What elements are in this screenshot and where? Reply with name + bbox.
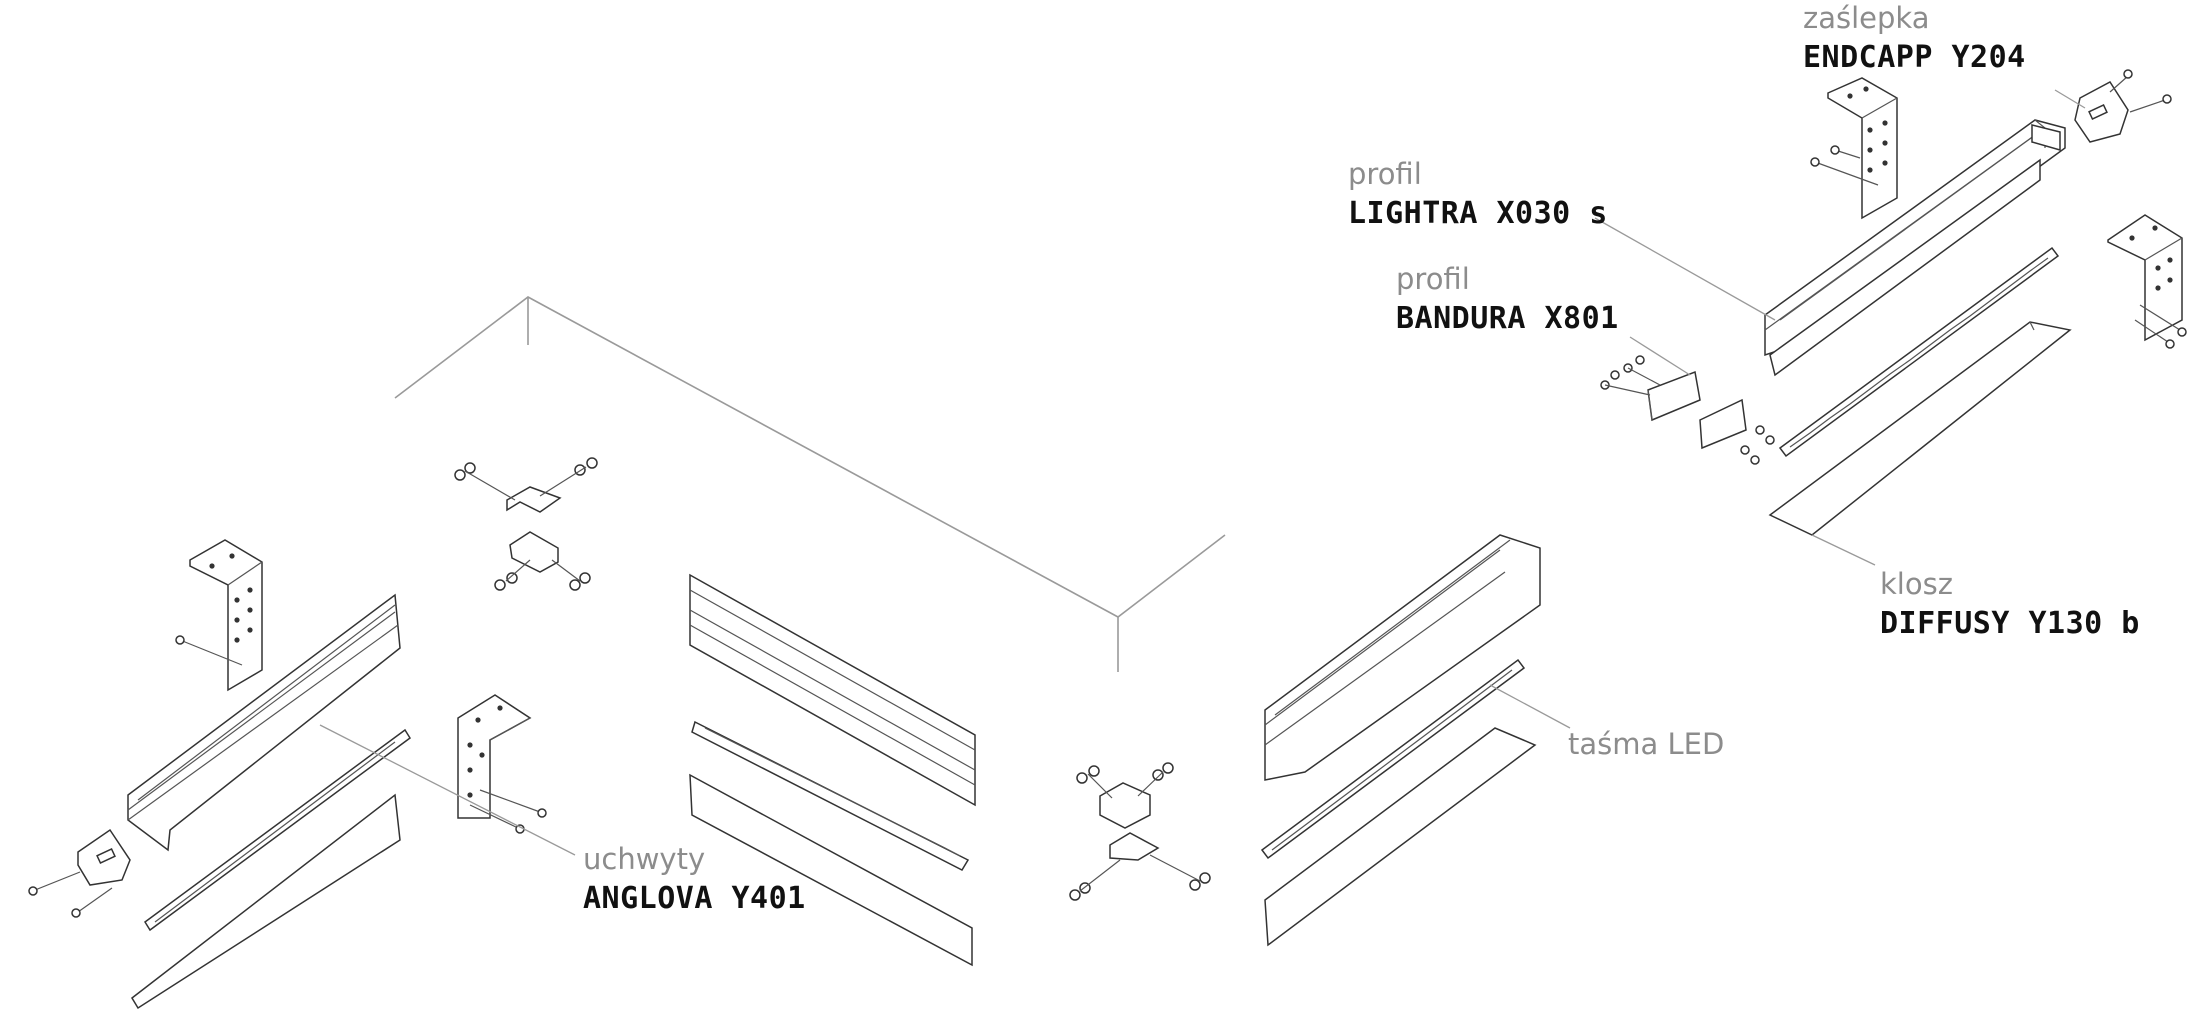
product-code: ANGLOVA Y401 — [583, 881, 806, 916]
category-text: profil — [1396, 262, 1470, 296]
middle-profile — [689, 573, 976, 807]
diffuser-cover — [689, 773, 973, 967]
label-lightra: profil LIGHTRA X030 s — [1348, 160, 1608, 229]
mounting-bracket — [175, 539, 263, 692]
diffuser-cover — [1264, 727, 1537, 947]
label-diffusy: klosz DIFFUSY Y130 b — [1880, 570, 2140, 639]
product-code: DIFFUSY Y130 b — [1880, 606, 2140, 641]
category-text: profil — [1348, 157, 1422, 191]
mounting-bracket — [457, 694, 547, 834]
label-endcap: zaślepka ENDCAPP Y204 — [1803, 4, 2026, 73]
left-profile — [127, 593, 401, 852]
screws — [1810, 145, 1879, 186]
endcap-part — [28, 828, 131, 918]
category-text: zaślepka — [1803, 1, 1930, 35]
led-strip — [691, 720, 970, 871]
lightra-profile — [1764, 119, 2066, 377]
led-strip — [1778, 246, 2060, 458]
mounting-bracket — [2107, 214, 2187, 349]
corner-connector — [454, 457, 598, 591]
product-code: LIGHTRA X030 s — [1348, 196, 1608, 231]
diffuser-cover — [1768, 321, 2072, 566]
mounting-bracket — [1827, 77, 1898, 220]
label-led: taśma LED — [1568, 730, 1724, 759]
wall-outline — [394, 296, 1226, 672]
label-anglova: uchwyty ANGLOVA Y401 — [583, 845, 806, 914]
category-text: taśma LED — [1568, 727, 1725, 761]
category-text: uchwyty — [583, 842, 706, 876]
right-profile — [1264, 534, 1541, 781]
bandura-endcaps — [1600, 355, 1775, 465]
endcap-part — [2054, 69, 2172, 143]
led-strip — [1260, 658, 1526, 860]
label-bandura: profil BANDURA X801 — [1396, 265, 1619, 334]
corner-connector — [1069, 762, 1211, 901]
leader-line-lightra — [1594, 217, 1776, 321]
category-text: klosz — [1880, 567, 1953, 601]
product-code: ENDCAPP Y204 — [1803, 40, 2026, 75]
leader-line-anglova — [319, 724, 576, 856]
leader-line-bandura — [1629, 336, 1691, 376]
diffuser-cover — [131, 793, 401, 1010]
led-strip — [143, 728, 412, 932]
product-code: BANDURA X801 — [1396, 301, 1619, 336]
leader-line-led — [1489, 684, 1571, 729]
